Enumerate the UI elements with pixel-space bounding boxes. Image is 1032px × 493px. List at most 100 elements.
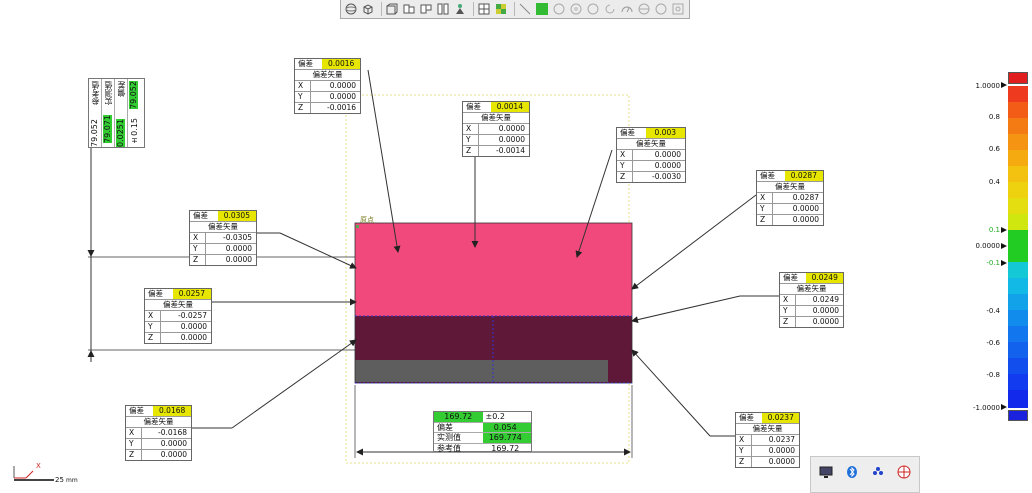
vector-z: 0.0000 <box>768 457 795 466</box>
grid-color-icon[interactable] <box>494 2 508 16</box>
toolbar-separator <box>473 2 474 16</box>
vector-y: 0.0000 <box>329 92 356 101</box>
vdim-deviation: 0.0251 <box>116 119 125 147</box>
axis-z-label: Z <box>780 317 796 327</box>
axis-y-label: Y <box>145 322 161 332</box>
dim-measured: 169.774 <box>482 433 531 443</box>
vector-y: 0.0000 <box>225 244 252 253</box>
sphere-view-icon[interactable] <box>344 2 358 16</box>
axis-y-label: Y <box>617 161 633 171</box>
axis-x-label: X <box>126 428 142 438</box>
axis-x-label: X <box>145 311 161 321</box>
split-view-icon[interactable] <box>436 2 450 16</box>
bluetooth-icon[interactable] <box>845 465 859 481</box>
callout-label: 偏差 <box>466 102 481 111</box>
deviation-colorbar <box>1008 72 1028 421</box>
axis-z-label: Z <box>736 457 752 467</box>
callout-label: 偏差 <box>129 406 144 415</box>
axis-z-label: Z <box>757 215 773 225</box>
refresh-icon[interactable] <box>603 2 617 16</box>
green-square-icon[interactable] <box>535 2 549 16</box>
colorbar-tick: 0.8 <box>988 113 1000 121</box>
callout-deviation: 0.0016 <box>322 59 360 69</box>
vector-x: 0.0237 <box>768 435 795 444</box>
colorbar-tick: 1.0000 <box>975 82 1001 90</box>
callout-label: 偏差 <box>739 413 754 422</box>
vdim-reference: 79.052 <box>90 119 99 147</box>
monitor-icon[interactable] <box>819 465 833 481</box>
part-top-face[interactable] <box>355 223 632 316</box>
callout-subtitle: 偏差矢量 <box>126 417 191 428</box>
circle-icon[interactable] <box>586 2 600 16</box>
dim-deviation-label: 偏差 <box>437 422 453 432</box>
callout-deviation: 0.0168 <box>153 406 191 416</box>
scale-unit: mm <box>66 477 78 484</box>
axis-x-label: X <box>190 233 206 243</box>
align-top-icon[interactable] <box>419 2 433 16</box>
part-bottom-strip[interactable] <box>355 360 608 382</box>
vector-y: 0.0000 <box>160 439 187 448</box>
dim-nominal: 169.72 <box>434 412 483 422</box>
callout-label: 偏差 <box>193 211 208 220</box>
colorbar-tick: 0.0000 <box>975 242 1001 250</box>
vector-x: 0.0000 <box>654 150 681 159</box>
line-icon[interactable] <box>518 2 532 16</box>
axis-y-label: Y <box>757 204 773 214</box>
vector-x: -0.0305 <box>223 233 252 242</box>
callout-deviation: 0.0014 <box>490 102 529 112</box>
axis-z-label: Z <box>295 103 311 113</box>
vector-z: 0.0000 <box>792 215 819 224</box>
cube-view-icon[interactable] <box>361 2 375 16</box>
axis-y-label: Y <box>295 92 311 102</box>
dim-tolerance: ±0.2 <box>485 412 505 421</box>
axis-x-label: X <box>757 193 773 203</box>
vector-x: 0.0249 <box>812 295 839 304</box>
axis-z-label: Z <box>190 255 206 265</box>
colorbar-tick: -0.6 <box>986 339 1000 347</box>
vector-z: 0.0000 <box>180 333 207 342</box>
colorbar-tick: 0.6 <box>988 145 1000 153</box>
gauge-icon[interactable] <box>620 2 634 16</box>
circle-icon[interactable] <box>569 2 583 16</box>
callout-label: 偏差 <box>760 171 775 180</box>
vector-z: 0.0000 <box>225 255 252 264</box>
settings-icon[interactable] <box>671 2 685 16</box>
vdim-reference-label: 参考值 <box>91 81 100 105</box>
align-left-icon[interactable] <box>402 2 416 16</box>
vector-z: -0.0014 <box>496 146 525 155</box>
vector-x: -0.0168 <box>158 428 187 437</box>
network-icon[interactable] <box>871 465 885 481</box>
height-dimension-box[interactable]: 参考值 实测值 偏差 79.052 ±0.15 79.071 0.0251 79… <box>88 78 145 148</box>
security-icon[interactable] <box>897 465 911 481</box>
colorbar-tick: -0.8 <box>986 371 1000 379</box>
person-icon[interactable] <box>453 2 467 16</box>
dim-deviation: 0.054 <box>482 422 531 432</box>
dim-measured-label: 实测值 <box>437 433 461 442</box>
callout-deviation: 0.0305 <box>217 211 256 221</box>
callout-deviation: 0.0249 <box>806 273 843 283</box>
circle-icon[interactable] <box>552 2 566 16</box>
callout-label: 偏差 <box>298 59 313 68</box>
circle-icon[interactable] <box>654 2 668 16</box>
box-view-icon[interactable] <box>385 2 399 16</box>
circle-icon[interactable] <box>637 2 651 16</box>
vector-y: 0.0000 <box>498 135 525 144</box>
vector-y: 0.0000 <box>812 306 839 315</box>
callout-subtitle: 偏差矢量 <box>757 182 823 193</box>
view-toolbar <box>340 0 690 19</box>
dim-reference: 169.72 <box>491 443 520 453</box>
axis-x-label: X <box>736 435 752 445</box>
grid-icon[interactable] <box>477 2 491 16</box>
vdim-tolerance: ±0.15 <box>130 118 139 145</box>
